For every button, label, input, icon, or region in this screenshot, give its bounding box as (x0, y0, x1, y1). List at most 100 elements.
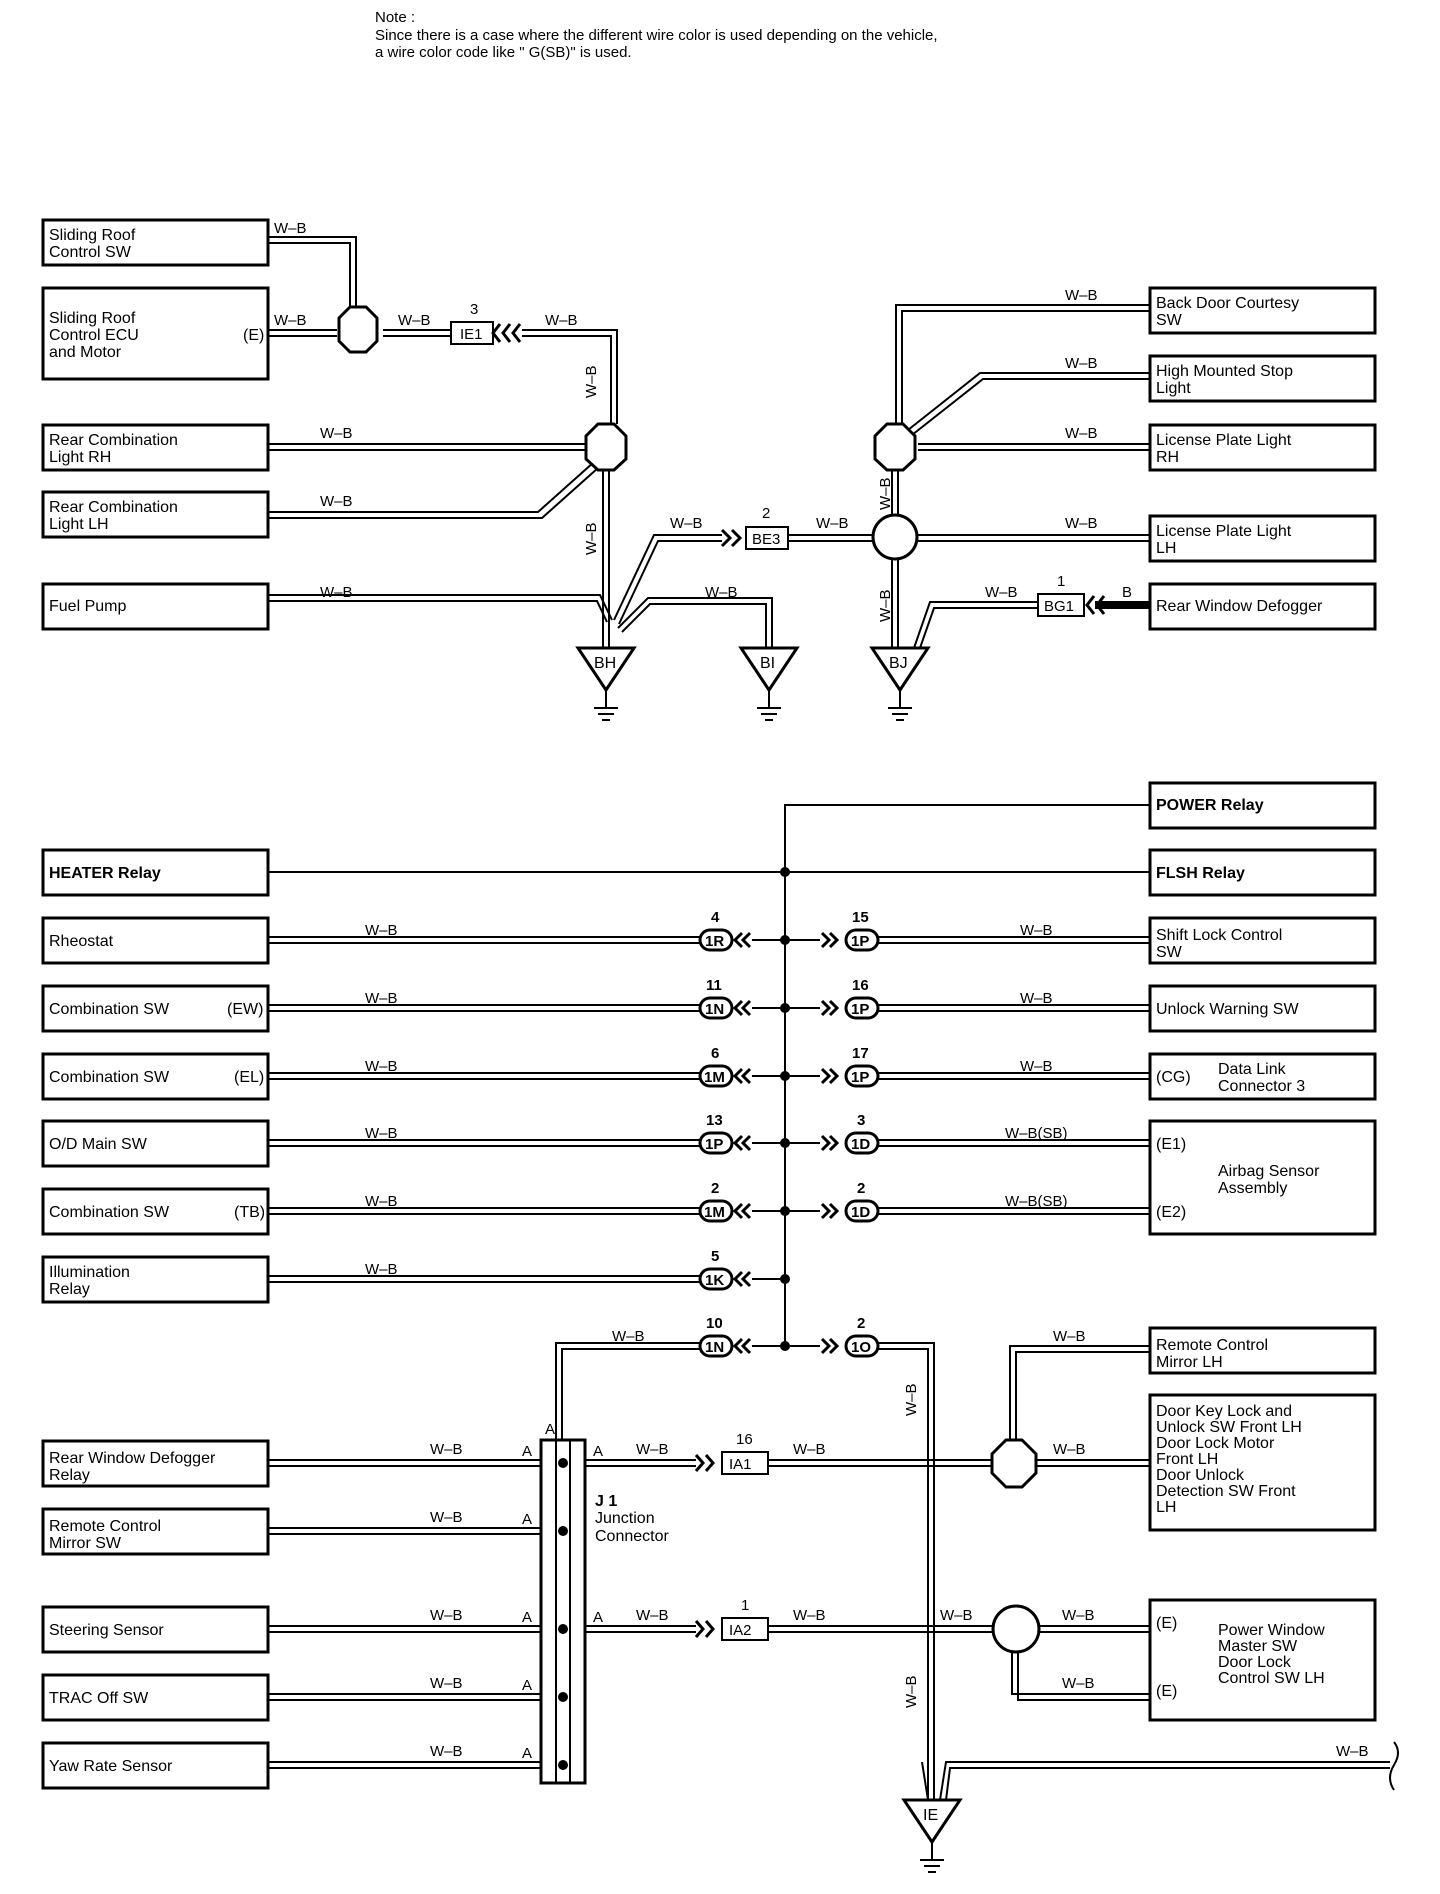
wire-label: W–B (320, 425, 353, 442)
power-window-line1: Power Window (1218, 1622, 1325, 1639)
power-relay-label: POWER Relay (1156, 797, 1264, 814)
connector-code: 1N (705, 1001, 724, 1018)
connector-code: 1N (705, 1339, 724, 1356)
connector-pin: 16 (736, 1431, 753, 1448)
wire-label: W–B(SB) (1005, 1125, 1068, 1142)
remote-mirror-sw-line1: Remote Control (49, 1518, 161, 1535)
wire-label: W–B (1062, 1675, 1095, 1692)
rear-defogger-relay-line1: Rear Window Defogger (49, 1450, 216, 1467)
connector-code: BE3 (752, 531, 780, 548)
airbag-line1: Airbag Sensor (1218, 1163, 1320, 1180)
top-left-labels: Sliding Roof Control SW Sliding Roof Con… (49, 227, 264, 615)
rear-comb-lh-line1: Rear Combination (49, 499, 178, 516)
top-wires (268, 236, 1150, 649)
wire-label: W–B (274, 312, 307, 329)
license-plate-rh-line2: RH (1156, 449, 1179, 466)
wire-label: W–B (670, 515, 703, 532)
airbag-line2: Assembly (1218, 1180, 1287, 1197)
mid-wire-labels: W–B W–B W–B W–B W–B W–B W–B W–B W–B W–B(… (365, 922, 1068, 1278)
connector-pin: 15 (852, 909, 869, 926)
right-mid-labels: Shift Lock Control SW Unlock Warning SW … (1156, 927, 1320, 1221)
connector-pin: 11 (706, 977, 722, 994)
sliding-roof-sw-line1: Sliding Roof (49, 227, 136, 244)
connector-pin: 5 (711, 1248, 719, 1265)
door-lock-line1: Door Key Lock and (1156, 1403, 1292, 1420)
wire-label: B (1122, 584, 1132, 601)
wire-label: W–B (903, 1675, 920, 1708)
ground-label: BI (760, 655, 775, 672)
splice-octagon (584, 422, 628, 472)
shift-lock-line2: SW (1156, 944, 1183, 961)
shift-lock-line1: Shift Lock Control (1156, 927, 1282, 944)
j1-dots (558, 1458, 568, 1770)
connector-pin: 6 (711, 1045, 719, 1062)
wire-label: W–B (583, 365, 600, 398)
wire-label: W–B (398, 312, 431, 329)
license-plate-lh-line2: LH (1156, 540, 1176, 557)
back-door-courtesy-line1: Back Door Courtesy (1156, 295, 1299, 312)
connector-pin: 4 (711, 909, 720, 926)
wire-label: W–B (612, 1328, 645, 1345)
door-lock-line5: Door Unlock (1156, 1467, 1245, 1484)
wire-label: W–B (636, 1607, 669, 1624)
wire-label: W–B (1065, 355, 1098, 372)
splice-octagon (337, 305, 379, 354)
ground-ie: IE (901, 1798, 963, 1873)
j1-pin-letter: A (545, 1421, 555, 1438)
j1-pin-letter: A (522, 1745, 532, 1762)
connector-1d-3: 1D 3 (820, 1112, 880, 1155)
rear-comb-rh-line1: Rear Combination (49, 432, 178, 449)
bottom-wire-labels: W–B W–B W–B W–B W–B W–B W–B W–B W–B W–B … (430, 1328, 1369, 1760)
wire-label: W–B (1053, 1441, 1086, 1458)
wire-label: W–B (816, 515, 849, 532)
connector-code: 1O (851, 1339, 871, 1356)
connector-1p-16: 1P 16 (820, 977, 880, 1020)
heater-relay-label: HEATER Relay (49, 865, 161, 882)
top-left-components (41, 218, 270, 631)
fuel-pump-label: Fuel Pump (49, 598, 126, 615)
connector-pin: 3 (470, 301, 478, 318)
door-lock-line3: Door Lock Motor (1156, 1435, 1275, 1452)
connector-1o: 1O 2 (820, 1315, 880, 1358)
wire-label: W–B(SB) (1005, 1193, 1068, 1210)
connector-pin: 2 (711, 1180, 719, 1197)
license-plate-lh-line1: License Plate Light (1156, 523, 1292, 540)
connector-be3: BE3 2 (720, 505, 789, 550)
bottom-left-labels: Rear Window Defogger Relay Remote Contro… (49, 1450, 216, 1775)
connector-1m-el: 1M 6 (698, 1045, 752, 1088)
wire-label: W–B (705, 584, 738, 601)
ground-label: IE (923, 1807, 938, 1824)
wire-label: W–B (320, 584, 353, 601)
wire-label: W–B (940, 1607, 973, 1624)
door-lock-line4: Front LH (1156, 1451, 1218, 1468)
left-connectors: 1R 4 1N 11 1M 6 1P 13 1M 2 (698, 909, 752, 1358)
j1-line2: Connector (595, 1528, 669, 1545)
wire-label: W–B (1062, 1607, 1095, 1624)
door-lock-line7: LH (1156, 1499, 1176, 1516)
connector-1p-15: 1P 15 (820, 909, 880, 952)
relay-boxes (41, 781, 1377, 897)
splice-circle (991, 1604, 1041, 1654)
left-mid-wires (268, 936, 820, 1347)
connector-1m-tb: 1M 2 (698, 1180, 752, 1223)
wire-label: W–B (365, 922, 398, 939)
wire-label: W–B (985, 584, 1018, 601)
connector-1p-17: 1P 17 (820, 1045, 880, 1088)
wire-label: W–B (365, 990, 398, 1007)
top-right-components (1148, 286, 1377, 631)
top-splices (337, 305, 919, 561)
combination-sw-tb-tag: (TB) (234, 1204, 265, 1221)
connector-code: 1P (851, 933, 869, 950)
ground-bh: BH (575, 646, 637, 721)
airbag-tag-e1: (E1) (1156, 1136, 1186, 1153)
wire-label: W–B (430, 1675, 463, 1692)
mirror-lh-line1: Remote Control (1156, 1337, 1268, 1354)
connector-pin: 2 (762, 505, 770, 522)
connector-code: IA2 (729, 1622, 752, 1639)
connector-1r: 1R 4 (698, 909, 752, 952)
wire-label: W–B (274, 220, 307, 237)
rheostat-label: Rheostat (49, 933, 114, 950)
connector-pin: 2 (857, 1180, 865, 1197)
connector-code: 1P (705, 1136, 723, 1153)
